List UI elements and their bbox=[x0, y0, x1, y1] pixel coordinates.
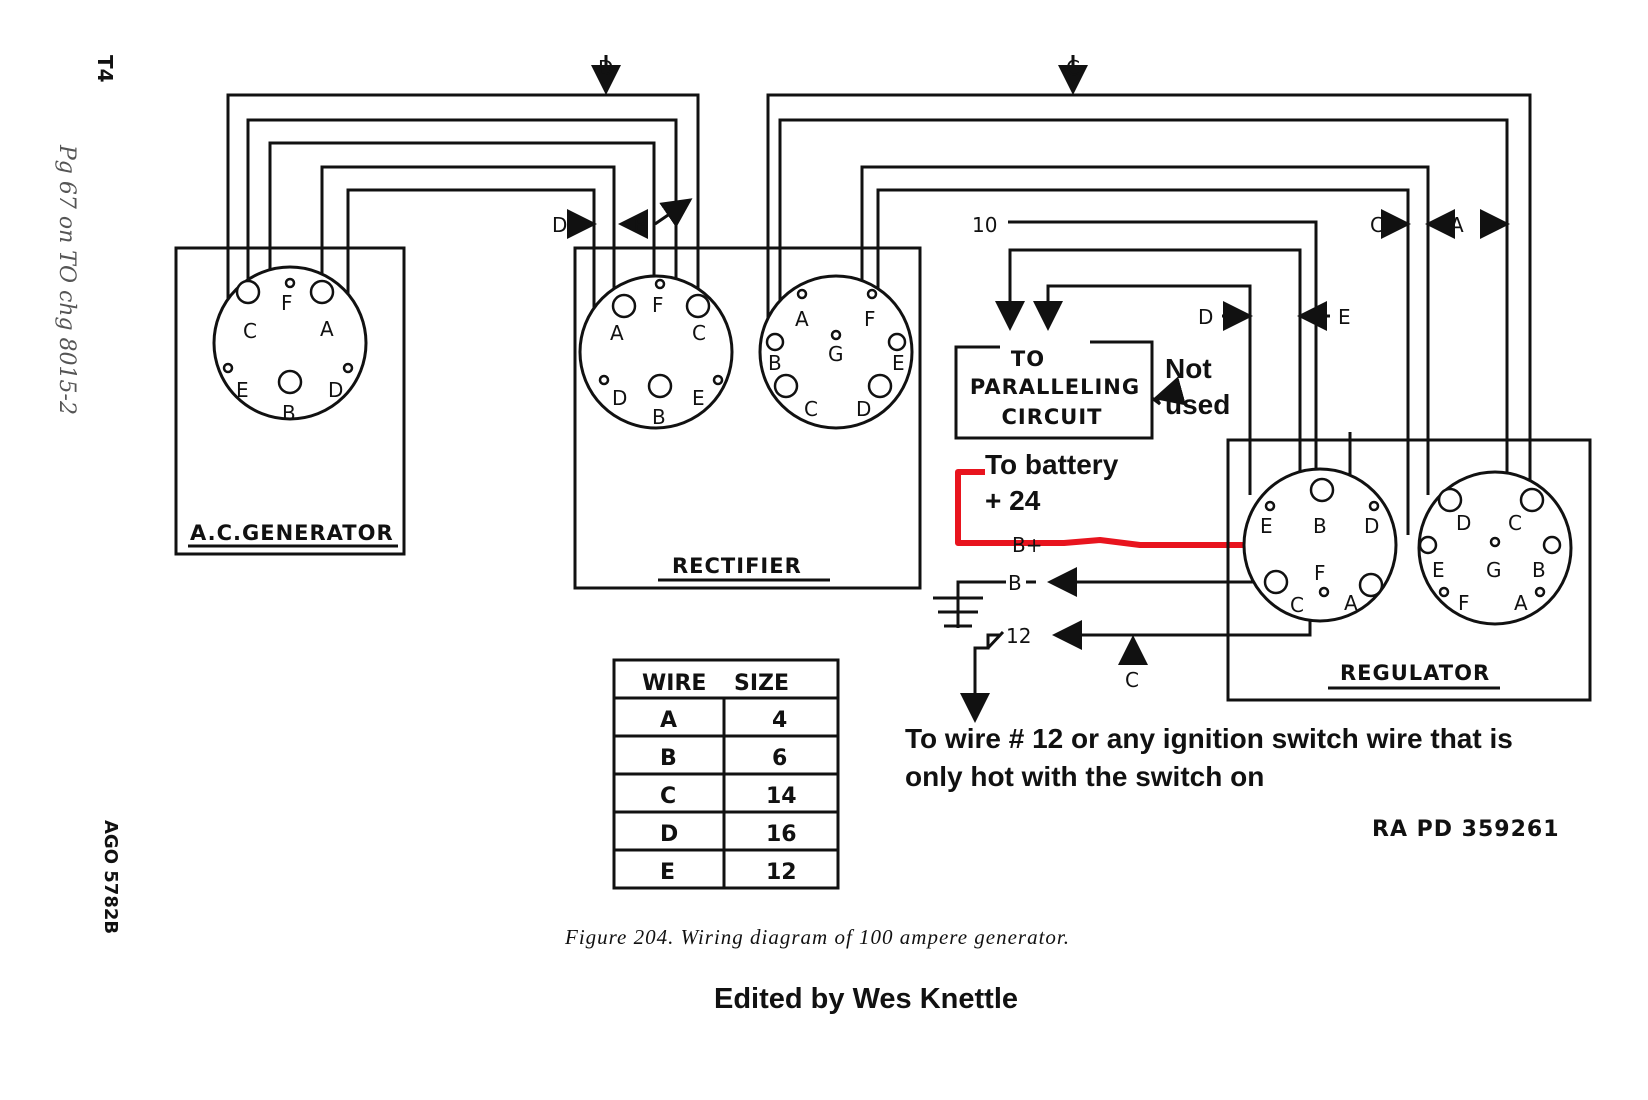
regulator-title: REGULATOR bbox=[1340, 661, 1490, 685]
wire-tags: D C D B 10 C A D E B+ B 12 C bbox=[552, 56, 1464, 692]
rect2-pin-c: C bbox=[804, 397, 818, 421]
side-code: AGO 5782B bbox=[100, 820, 121, 934]
tag-par-d: D bbox=[1198, 305, 1213, 329]
rect1-pin-b: B bbox=[652, 405, 666, 429]
rectifier: A F C D B E A F G B E C D RECTIFIER bbox=[573, 246, 922, 590]
rect1-pin-d: D bbox=[612, 386, 627, 410]
table-cell: 4 bbox=[772, 708, 787, 733]
table-cell: 14 bbox=[766, 784, 797, 809]
gen-pin-a: A bbox=[320, 317, 334, 341]
page-label: T4 bbox=[93, 55, 117, 83]
rect1-pin-e: E bbox=[692, 386, 705, 410]
reg1-pin-c: C bbox=[1290, 593, 1304, 617]
paralleling-line3: CIRCUIT bbox=[1002, 405, 1103, 429]
reg2-pin-g: G bbox=[1486, 558, 1502, 582]
ref-code: RA PD 359261 bbox=[1372, 817, 1560, 842]
figure-caption: Figure 204. Wiring diagram of 100 ampere… bbox=[564, 925, 1070, 949]
reg2-pin-b: B bbox=[1532, 558, 1546, 582]
reg2-pin-a: A bbox=[1514, 591, 1528, 615]
table-header-wire: WIRE bbox=[642, 671, 706, 696]
edit-notes: Not used To battery + 24 To wire # 12 or… bbox=[905, 353, 1513, 792]
tag-b-plus: B+ bbox=[1012, 533, 1042, 557]
tag-mid-b: B bbox=[634, 213, 648, 237]
rect2-pin-d: D bbox=[856, 397, 871, 421]
rect2-pin-b: B bbox=[768, 351, 782, 375]
gen-pin-b: B bbox=[282, 401, 296, 425]
table-cell: E bbox=[660, 860, 675, 885]
wire-arrows bbox=[567, 55, 1510, 331]
tag-ten: 10 bbox=[972, 213, 997, 237]
tag-b-minus: B bbox=[1008, 571, 1022, 595]
reg1-pin-d: D bbox=[1364, 514, 1379, 538]
table-cell: 16 bbox=[766, 822, 797, 847]
table-cell: D bbox=[660, 822, 678, 847]
paralleling-circuit: TO PARALLELING CIRCUIT bbox=[954, 340, 1186, 440]
note-ignition-2: only hot with the switch on bbox=[905, 761, 1264, 792]
rectifier-title: RECTIFIER bbox=[672, 554, 802, 578]
paralleling-line1: TO bbox=[1011, 347, 1045, 371]
tag-top-d: D bbox=[598, 56, 613, 80]
wire-size-table: WIRE SIZE A 4 B 6 C 14 D 16 E 12 bbox=[612, 658, 840, 890]
regulator: E B D C F A D C E G B F A REGULATOR bbox=[1226, 438, 1592, 702]
reg2-pin-e: E bbox=[1432, 558, 1445, 582]
note-ignition-1: To wire # 12 or any ignition switch wire… bbox=[905, 723, 1513, 754]
rect1-pin-f: F bbox=[652, 293, 664, 317]
rect1-pin-a: A bbox=[610, 321, 624, 345]
tag-right-c: C bbox=[1370, 213, 1384, 237]
ac-generator: C F A E B D A.C.GENERATOR bbox=[174, 246, 406, 556]
table-header-size: SIZE bbox=[734, 671, 789, 696]
table-cell: 6 bbox=[772, 746, 787, 771]
edited-by: Edited by Wes Knettle bbox=[714, 983, 1018, 1015]
note-not-used-2: used bbox=[1165, 389, 1230, 420]
rect1-pin-c: C bbox=[692, 321, 706, 345]
note-not-used-1: Not bbox=[1165, 353, 1212, 384]
rect2-pin-e: E bbox=[892, 351, 905, 375]
rect2-pin-g: G bbox=[828, 342, 844, 366]
rect2-pin-f: F bbox=[864, 307, 876, 331]
gen-pin-e: E bbox=[236, 378, 249, 402]
paralleling-line2: PARALLELING bbox=[970, 375, 1140, 399]
table-cell: B bbox=[660, 746, 677, 771]
table-cell: A bbox=[660, 708, 677, 733]
note-battery-2: + 24 bbox=[985, 485, 1041, 516]
reg1-pin-a: A bbox=[1344, 591, 1358, 615]
rect2-pin-a: A bbox=[795, 307, 809, 331]
table-cell: 12 bbox=[766, 860, 797, 885]
tag-twelve: 12 bbox=[1006, 624, 1031, 648]
gen-pin-d: D bbox=[328, 378, 343, 402]
gen-pin-c: C bbox=[243, 319, 257, 343]
tag-par-e: E bbox=[1338, 305, 1351, 329]
reg1-pin-f: F bbox=[1314, 561, 1326, 585]
reg2-pin-d: D bbox=[1456, 511, 1471, 535]
ac-generator-title: A.C.GENERATOR bbox=[190, 521, 394, 545]
reg2-pin-c: C bbox=[1508, 511, 1522, 535]
gen-pin-f: F bbox=[281, 291, 293, 315]
wire-bundle-c bbox=[766, 93, 1532, 535]
reg1-pin-b: B bbox=[1313, 514, 1327, 538]
tag-mid-d: D bbox=[552, 213, 567, 237]
tag-bottom-c: C bbox=[1125, 668, 1139, 692]
reg2-pin-f: F bbox=[1458, 591, 1470, 615]
table-cell: C bbox=[660, 784, 676, 809]
tag-right-a: A bbox=[1450, 213, 1464, 237]
note-battery-1: To battery bbox=[985, 449, 1119, 480]
reg1-pin-e: E bbox=[1260, 514, 1273, 538]
handwritten-note: Pg 67 on TO chg 8015-2 bbox=[54, 144, 79, 415]
tag-top-c: C bbox=[1066, 56, 1080, 80]
